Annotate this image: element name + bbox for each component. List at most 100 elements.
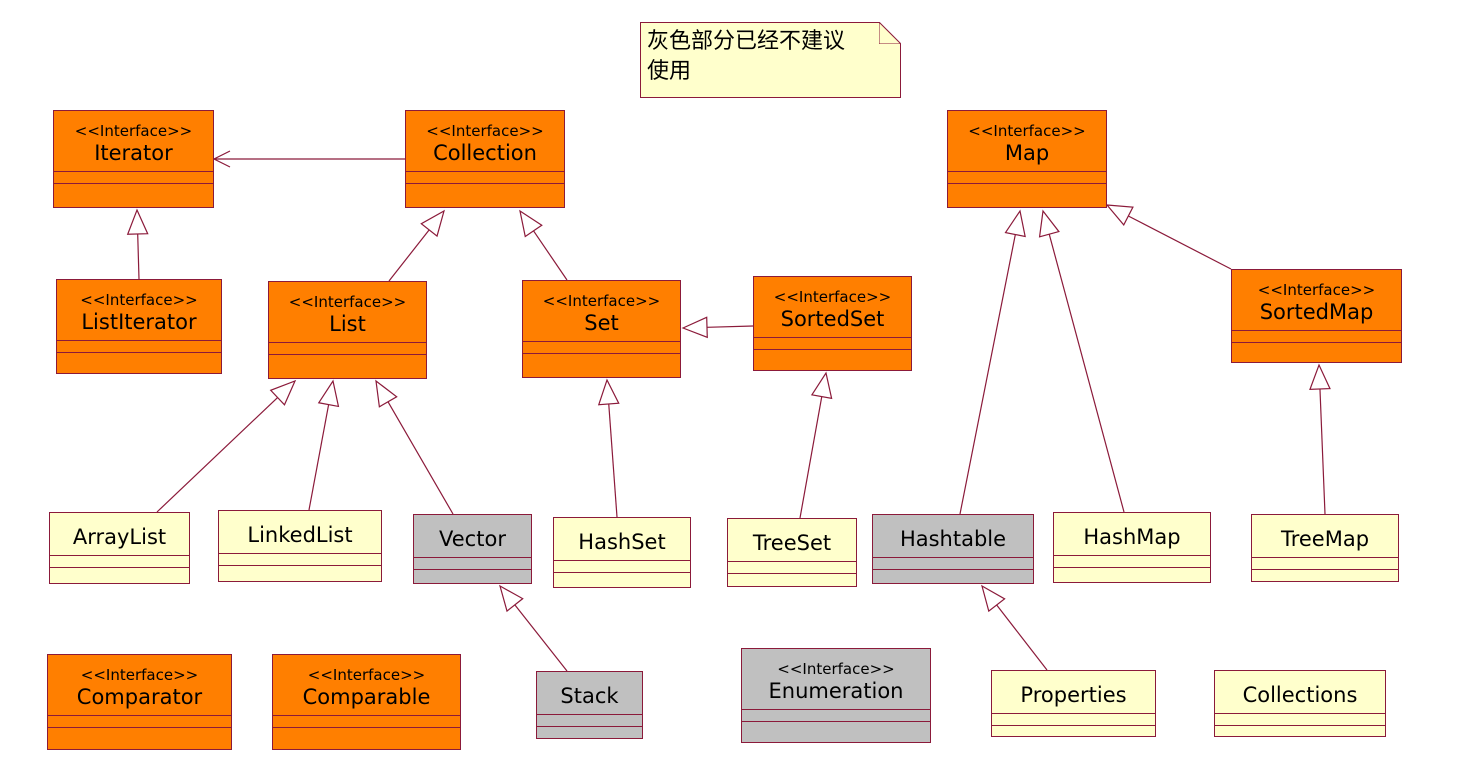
- arraylist-to-list-generalization: [156, 379, 297, 513]
- properties-class-box: Properties: [991, 670, 1156, 737]
- collections-class-box: Collections: [1214, 670, 1386, 737]
- type-name: Set: [584, 310, 619, 335]
- attributes-compartment: [554, 560, 690, 572]
- stereotype-label: <<Interface>>: [968, 121, 1086, 140]
- box-header: Vector: [414, 515, 531, 557]
- treemap-to-sortedmap-generalization: [1309, 363, 1331, 515]
- operations-compartment: [1232, 342, 1401, 362]
- attributes-compartment: [742, 709, 930, 721]
- set-interface-box: <<Interface>>Set: [522, 280, 681, 378]
- hashtable-to-map-generalization: [959, 209, 1026, 515]
- box-header: <<Interface>>Map: [948, 111, 1106, 171]
- box-header: Stack: [537, 672, 642, 714]
- type-name: Vector: [439, 527, 506, 551]
- type-name: Comparable: [302, 684, 431, 709]
- box-header: <<Interface>>Comparator: [48, 655, 231, 715]
- operations-compartment: [754, 349, 911, 370]
- type-name: LinkedList: [247, 523, 353, 547]
- treeset-class-box: TreeSet: [727, 518, 857, 587]
- stereotype-label: <<Interface>>: [288, 292, 407, 311]
- operations-compartment: [1054, 567, 1210, 582]
- attributes-compartment: [992, 713, 1155, 725]
- type-name: HashSet: [578, 530, 666, 554]
- treeset-to-sortedset-generalization: [799, 371, 833, 519]
- operations-compartment: [873, 569, 1033, 583]
- attributes-compartment: [50, 555, 189, 567]
- stereotype-label: <<Interface>>: [426, 121, 544, 140]
- attributes-compartment: [873, 557, 1033, 569]
- collection-to-iterator-association: [212, 150, 405, 168]
- stereotype-label: <<Interface>>: [74, 121, 193, 140]
- box-header: <<Interface>>Set: [523, 281, 680, 341]
- type-name: ListIterator: [81, 309, 197, 334]
- operations-compartment: [523, 353, 680, 377]
- type-name: Collection: [433, 140, 537, 165]
- hashset-to-set-generalization: [597, 378, 620, 518]
- operations-compartment: [54, 183, 213, 207]
- box-header: <<Interface>>Enumeration: [742, 649, 930, 709]
- attributes-compartment: [1215, 713, 1385, 725]
- type-name: SortedSet: [780, 306, 885, 331]
- attributes-compartment: [269, 342, 426, 354]
- box-header: TreeMap: [1252, 515, 1398, 557]
- type-name: SortedMap: [1259, 299, 1374, 324]
- list-to-collection-generalization: [388, 209, 445, 282]
- attributes-compartment: [948, 171, 1106, 183]
- operations-compartment: [1252, 569, 1398, 581]
- box-header: <<Interface>>Collection: [406, 111, 564, 171]
- operations-compartment: [554, 572, 690, 587]
- box-header: ArrayList: [50, 513, 189, 555]
- sortedset-interface-box: <<Interface>>SortedSet: [753, 276, 912, 371]
- attributes-compartment: [48, 715, 231, 727]
- box-header: Collections: [1215, 671, 1385, 713]
- iterator-interface-box: <<Interface>>Iterator: [53, 110, 214, 208]
- stereotype-label: <<Interface>>: [542, 291, 661, 310]
- stereotype-label: <<Interface>>: [80, 665, 199, 684]
- treemap-class-box: TreeMap: [1251, 514, 1399, 582]
- attributes-compartment: [414, 557, 531, 569]
- operations-compartment: [406, 183, 564, 207]
- type-name: Iterator: [94, 140, 173, 165]
- deprecation-note: 灰色部分已经不建议 使用: [640, 22, 901, 98]
- box-header: Hashtable: [873, 515, 1033, 557]
- attributes-compartment: [537, 714, 642, 726]
- attributes-compartment: [54, 171, 213, 183]
- type-name: Comparator: [76, 684, 203, 709]
- type-name: List: [329, 311, 366, 336]
- operations-compartment: [742, 721, 930, 742]
- stereotype-label: <<Interface>>: [307, 665, 426, 684]
- attributes-compartment: [1232, 330, 1401, 342]
- operations-compartment: [992, 725, 1155, 736]
- attributes-compartment: [754, 337, 911, 349]
- vector-class-box: Vector: [413, 514, 532, 584]
- linkedlist-class-box: LinkedList: [218, 510, 382, 582]
- box-header: TreeSet: [728, 519, 856, 561]
- hashtable-class-box: Hashtable: [872, 514, 1034, 584]
- sortedmap-interface-box: <<Interface>>SortedMap: [1231, 269, 1402, 363]
- type-name: Hashtable: [899, 527, 1007, 551]
- type-name: TreeSet: [752, 531, 832, 555]
- type-name: TreeMap: [1280, 527, 1370, 551]
- note-text: 灰色部分已经不建议 使用: [647, 29, 846, 84]
- box-header: HashSet: [554, 518, 690, 560]
- box-header: HashMap: [1054, 513, 1210, 555]
- comparable-interface-box: <<Interface>>Comparable: [272, 654, 461, 750]
- operations-compartment: [948, 183, 1106, 207]
- type-name: Stack: [560, 684, 619, 708]
- collection-interface-box: <<Interface>>Collection: [405, 110, 565, 208]
- listiterator-interface-box: <<Interface>>ListIterator: [56, 279, 222, 374]
- type-name: Map: [1004, 140, 1050, 165]
- stereotype-label: <<Interface>>: [777, 659, 895, 678]
- linkedlist-to-list-generalization: [308, 379, 340, 511]
- attributes-compartment: [523, 341, 680, 353]
- set-to-collection-generalization: [519, 209, 568, 281]
- sortedmap-to-map-generalization: [1105, 204, 1232, 270]
- box-header: <<Interface>>Iterator: [54, 111, 213, 171]
- box-header: LinkedList: [219, 511, 381, 553]
- type-name: Collections: [1242, 683, 1358, 707]
- listiterator-to-iterator-generalization: [126, 208, 149, 280]
- box-header: <<Interface>>Comparable: [273, 655, 460, 715]
- box-header: Properties: [992, 671, 1155, 713]
- vector-to-list-generalization: [375, 379, 454, 515]
